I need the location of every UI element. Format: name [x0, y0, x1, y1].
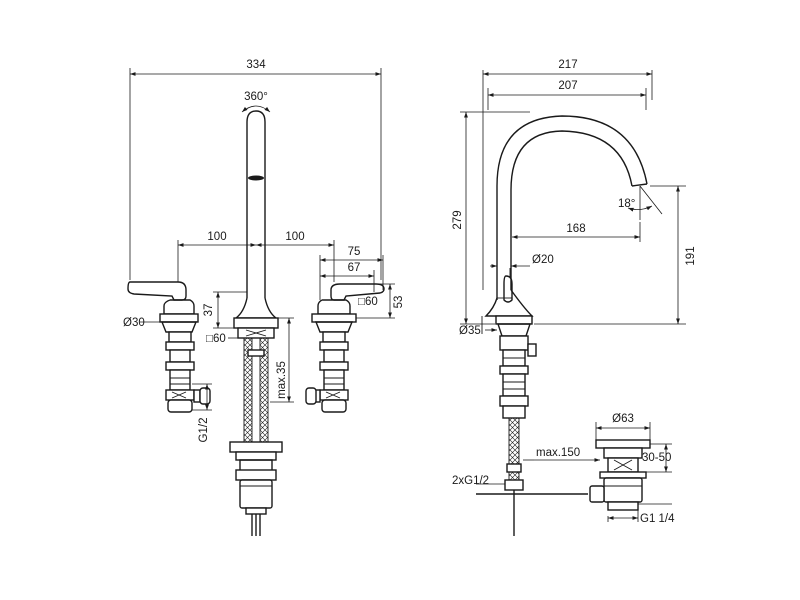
left-valve: G1/2	[165, 331, 212, 443]
dim-dia35-label: Ø35	[459, 325, 481, 337]
angle-18: 18°	[618, 185, 663, 220]
dim-handle-reach: 75 67	[319, 246, 384, 300]
dim-207: 207	[487, 80, 647, 110]
left-handle: Ø30	[123, 281, 199, 333]
dim-100-right-label: 100	[285, 231, 304, 243]
dim-g12-label: G1/2	[198, 418, 210, 443]
dim-207-label: 207	[558, 80, 577, 92]
dim-53-label: 53	[393, 296, 405, 309]
front-view: 334 360° 100 100 75	[123, 59, 405, 536]
dim-334-label: 334	[246, 59, 266, 71]
dim-dia30-label: Ø30	[123, 317, 145, 329]
dim-191: 191	[534, 185, 697, 325]
dim-37-label: 37	[203, 304, 215, 317]
right-valve	[305, 331, 349, 413]
rotation-label: 360°	[244, 91, 268, 103]
dim-67-label: 67	[348, 262, 361, 274]
dim-g114-label: G1 1/4	[640, 513, 675, 525]
dim-191-label: 191	[685, 246, 697, 265]
dim-sq60-body-label: □60	[206, 333, 226, 345]
dim-g12x2-label: 2xG1/2	[452, 475, 489, 487]
spout-side	[484, 115, 648, 317]
angle-18-label: 18°	[618, 198, 635, 210]
right-handle: □60	[311, 283, 385, 333]
dim-37: 37	[203, 291, 247, 329]
dim-max150-label: max.150	[536, 447, 580, 459]
rotation-indicator: 360°	[241, 91, 271, 113]
dim-max35-label: max.35	[276, 361, 288, 399]
dim-dia20: Ø20	[490, 254, 554, 268]
dim-217-label: 217	[558, 59, 577, 71]
dim-168: 168	[512, 222, 641, 242]
dim-100-left-label: 100	[207, 231, 226, 243]
dim-75-label: 75	[348, 246, 361, 258]
center-body: □60 max.35	[206, 317, 294, 536]
dim-sq60-handle-label: □60	[358, 296, 378, 308]
dim-30-50-label: 30-50	[642, 452, 671, 464]
dim-dia20-label: Ø20	[532, 254, 554, 266]
dim-279-label: 279	[452, 210, 464, 229]
dim-dia35: Ø35	[459, 316, 497, 337]
dim-spacing: 100 100	[177, 231, 335, 282]
dim-overall-width: 334	[129, 59, 382, 280]
dim-279: 279	[452, 111, 530, 325]
side-view: 217 207 279	[452, 59, 697, 536]
spout-front	[233, 110, 279, 319]
waste-assembly: Ø63 30-50 G1 1/4	[589, 413, 675, 525]
dim-dia63-label: Ø63	[612, 413, 634, 425]
side-body: 2xG1/2	[452, 315, 588, 536]
dim-168-label: 168	[566, 223, 585, 235]
dim-217: 217	[482, 59, 653, 290]
dim-max150: max.150	[523, 447, 600, 462]
